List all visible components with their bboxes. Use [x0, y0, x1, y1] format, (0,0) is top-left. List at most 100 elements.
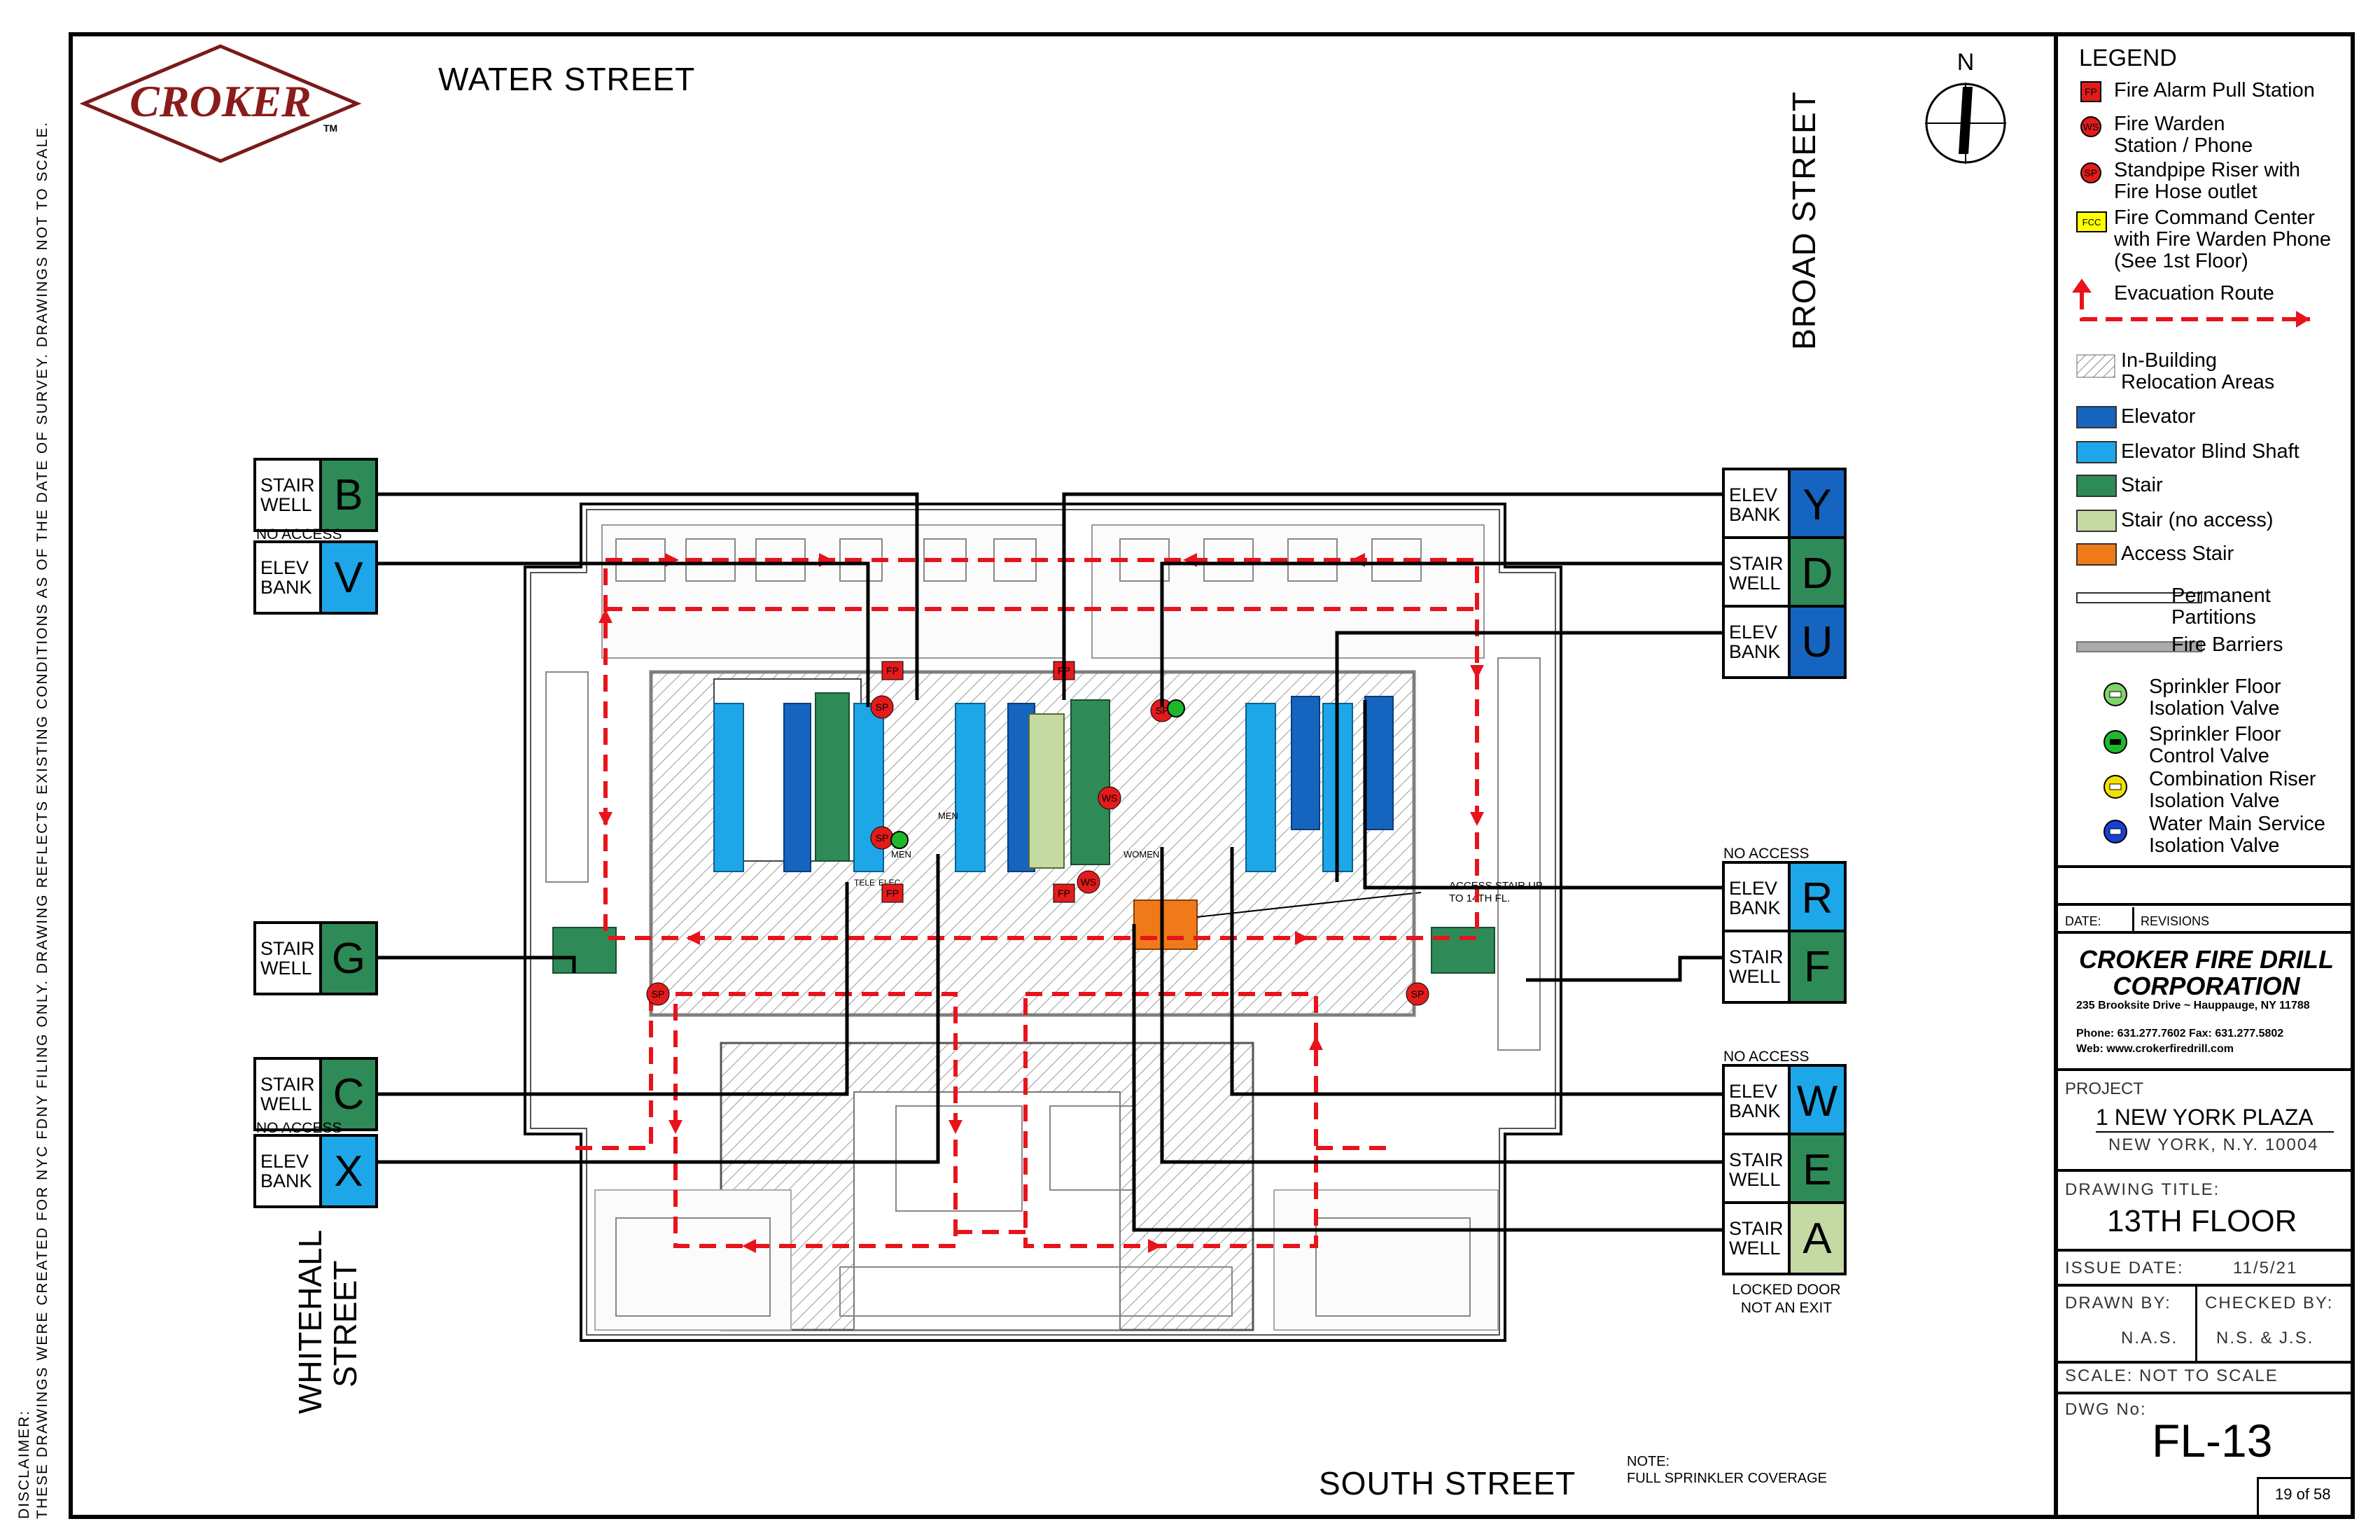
- warden-station-1: WS: [1098, 786, 1121, 810]
- pull-station-icon: FP: [2080, 81, 2101, 102]
- north-compass: N: [1925, 49, 2006, 164]
- tb-issue-date-label: ISSUE DATE:: [2065, 1259, 2184, 1278]
- tb-checked-by: N.S. & J.S.: [2216, 1329, 2314, 1348]
- warden-station-2: WS: [1077, 870, 1100, 894]
- sprinkler-control-icon: [2104, 730, 2127, 754]
- tb-drawing-title: 13TH FLOOR: [2107, 1204, 2297, 1238]
- label-women: WOMEN: [1124, 849, 1159, 860]
- note-heading: NOTE:: [1627, 1454, 1670, 1469]
- svg-text:FP: FP: [886, 665, 899, 676]
- tb-address: 235 Brooksite Drive ~ Hauppauge, NY 1178…: [2076, 1000, 2310, 1011]
- tag-r-note: NO ACCESS: [1723, 846, 1809, 862]
- tb-issue-date: 11/5/21: [2233, 1259, 2298, 1278]
- title-block-divider: [2054, 32, 2058, 1519]
- sprinkler-isolation-icon: [2104, 682, 2127, 706]
- tag-letter-w: W: [1790, 1067, 1844, 1135]
- tag-w-note: NO ACCESS: [1723, 1049, 1809, 1065]
- tb-dwg-no: FL-13: [2152, 1415, 2273, 1466]
- sprinkler-valve-2: [1167, 699, 1185, 718]
- pull-station-3: FP: [881, 883, 904, 903]
- standpipe-icon: SP: [2080, 162, 2101, 183]
- tb-web: Web: www.crokerfiredrill.com: [2076, 1043, 2234, 1055]
- combination-riser-icon: [2104, 775, 2127, 799]
- svg-text:SP: SP: [652, 988, 665, 1000]
- tb-drawing-title-label: DRAWING TITLE:: [2065, 1180, 2220, 1199]
- warden-station-icon: WS: [2080, 116, 2101, 137]
- pull-station-1: FP: [881, 661, 904, 680]
- stair-f: [1431, 927, 1495, 974]
- standpipe-5: SP: [1406, 982, 1429, 1006]
- tag-letter-u: U: [1790, 608, 1844, 676]
- elevator-bank-v: [783, 703, 811, 872]
- compass-n-label: N: [1957, 49, 1975, 76]
- svg-text:SP: SP: [1156, 705, 1169, 716]
- water-main-icon: [2104, 820, 2127, 844]
- tb-line: [2058, 865, 2355, 868]
- tag-letter-c: C: [321, 1060, 375, 1128]
- stair-b: [815, 692, 850, 862]
- drawing-frame: [69, 32, 2355, 1519]
- sprinkler-note: NOTE: FULL SPRINKLER COVERAGE: [1627, 1453, 1827, 1487]
- blind-shaft-1: [713, 703, 744, 872]
- stair-g: [552, 927, 617, 974]
- elevator-bank-u: [1291, 696, 1320, 830]
- tb-project-city: NEW YORK, N.Y. 10004: [2108, 1135, 2319, 1154]
- tb-scale: SCALE: NOT TO SCALE: [2065, 1366, 2278, 1385]
- logo-tm: TM: [323, 122, 337, 134]
- blind-shaft-4: [1245, 703, 1276, 872]
- tb-revisions-label: REVISIONS: [2141, 914, 2210, 928]
- tag-letter-d: D: [1790, 539, 1844, 608]
- tag-letter-a: A: [1790, 1204, 1844, 1273]
- svg-text:SP: SP: [876, 701, 889, 713]
- tag-letter-x: X: [321, 1137, 375, 1205]
- tb-sheet: 19 of 58: [2275, 1485, 2331, 1503]
- tag-letter-g: G: [321, 924, 375, 993]
- svg-text:SP: SP: [1411, 988, 1424, 1000]
- leader-lines: [372, 492, 1726, 1232]
- svg-text:WS: WS: [1081, 876, 1097, 888]
- tag-c-note: NO ACCESS: [256, 1120, 342, 1136]
- svg-text:SP: SP: [876, 832, 889, 844]
- label-men-1: MEN: [891, 849, 911, 860]
- logo-text: CROKER: [130, 76, 312, 126]
- tag-letter-r: R: [1790, 864, 1844, 932]
- label-tele: TELE: [854, 878, 875, 888]
- evacuation-route-icon: [2072, 279, 2310, 328]
- legend-title: LEGEND: [2079, 45, 2177, 71]
- standpipe-2: SP: [870, 826, 894, 850]
- access-stair: [1133, 899, 1198, 950]
- fcc-icon: FCC: [2076, 211, 2107, 232]
- svg-text:WS: WS: [1102, 792, 1118, 804]
- stair-d: [1070, 699, 1110, 865]
- pull-station-4: FP: [1053, 883, 1075, 903]
- access-stair-note-2: TO 14TH FL.: [1449, 892, 1510, 904]
- tb-date-label: DATE:: [2065, 914, 2101, 928]
- street-south: SOUTH STREET: [1319, 1465, 1576, 1502]
- standpipe-4: SP: [646, 982, 670, 1006]
- svg-text:FP: FP: [1058, 888, 1070, 899]
- note-text: FULL SPRINKLER COVERAGE: [1627, 1471, 1828, 1486]
- elevator-bank-r: [1364, 696, 1394, 830]
- tag-letter-e: E: [1790, 1135, 1844, 1204]
- floor-plan: ACCESS STAIR UP TO 14TH FL. MEN MEN WOME…: [524, 503, 1562, 1342]
- tb-project-label: PROJECT: [2065, 1079, 2144, 1098]
- blind-shaft-3: [955, 703, 986, 872]
- tb-dwg-label: DWG No:: [2065, 1400, 2147, 1419]
- tag-letter-f: F: [1790, 932, 1844, 1001]
- tb-project-name: 1 NEW YORK PLAZA: [2096, 1105, 2314, 1130]
- tag-letter-b: B: [321, 461, 375, 529]
- tb-drawn-by: N.A.S.: [2121, 1329, 2178, 1348]
